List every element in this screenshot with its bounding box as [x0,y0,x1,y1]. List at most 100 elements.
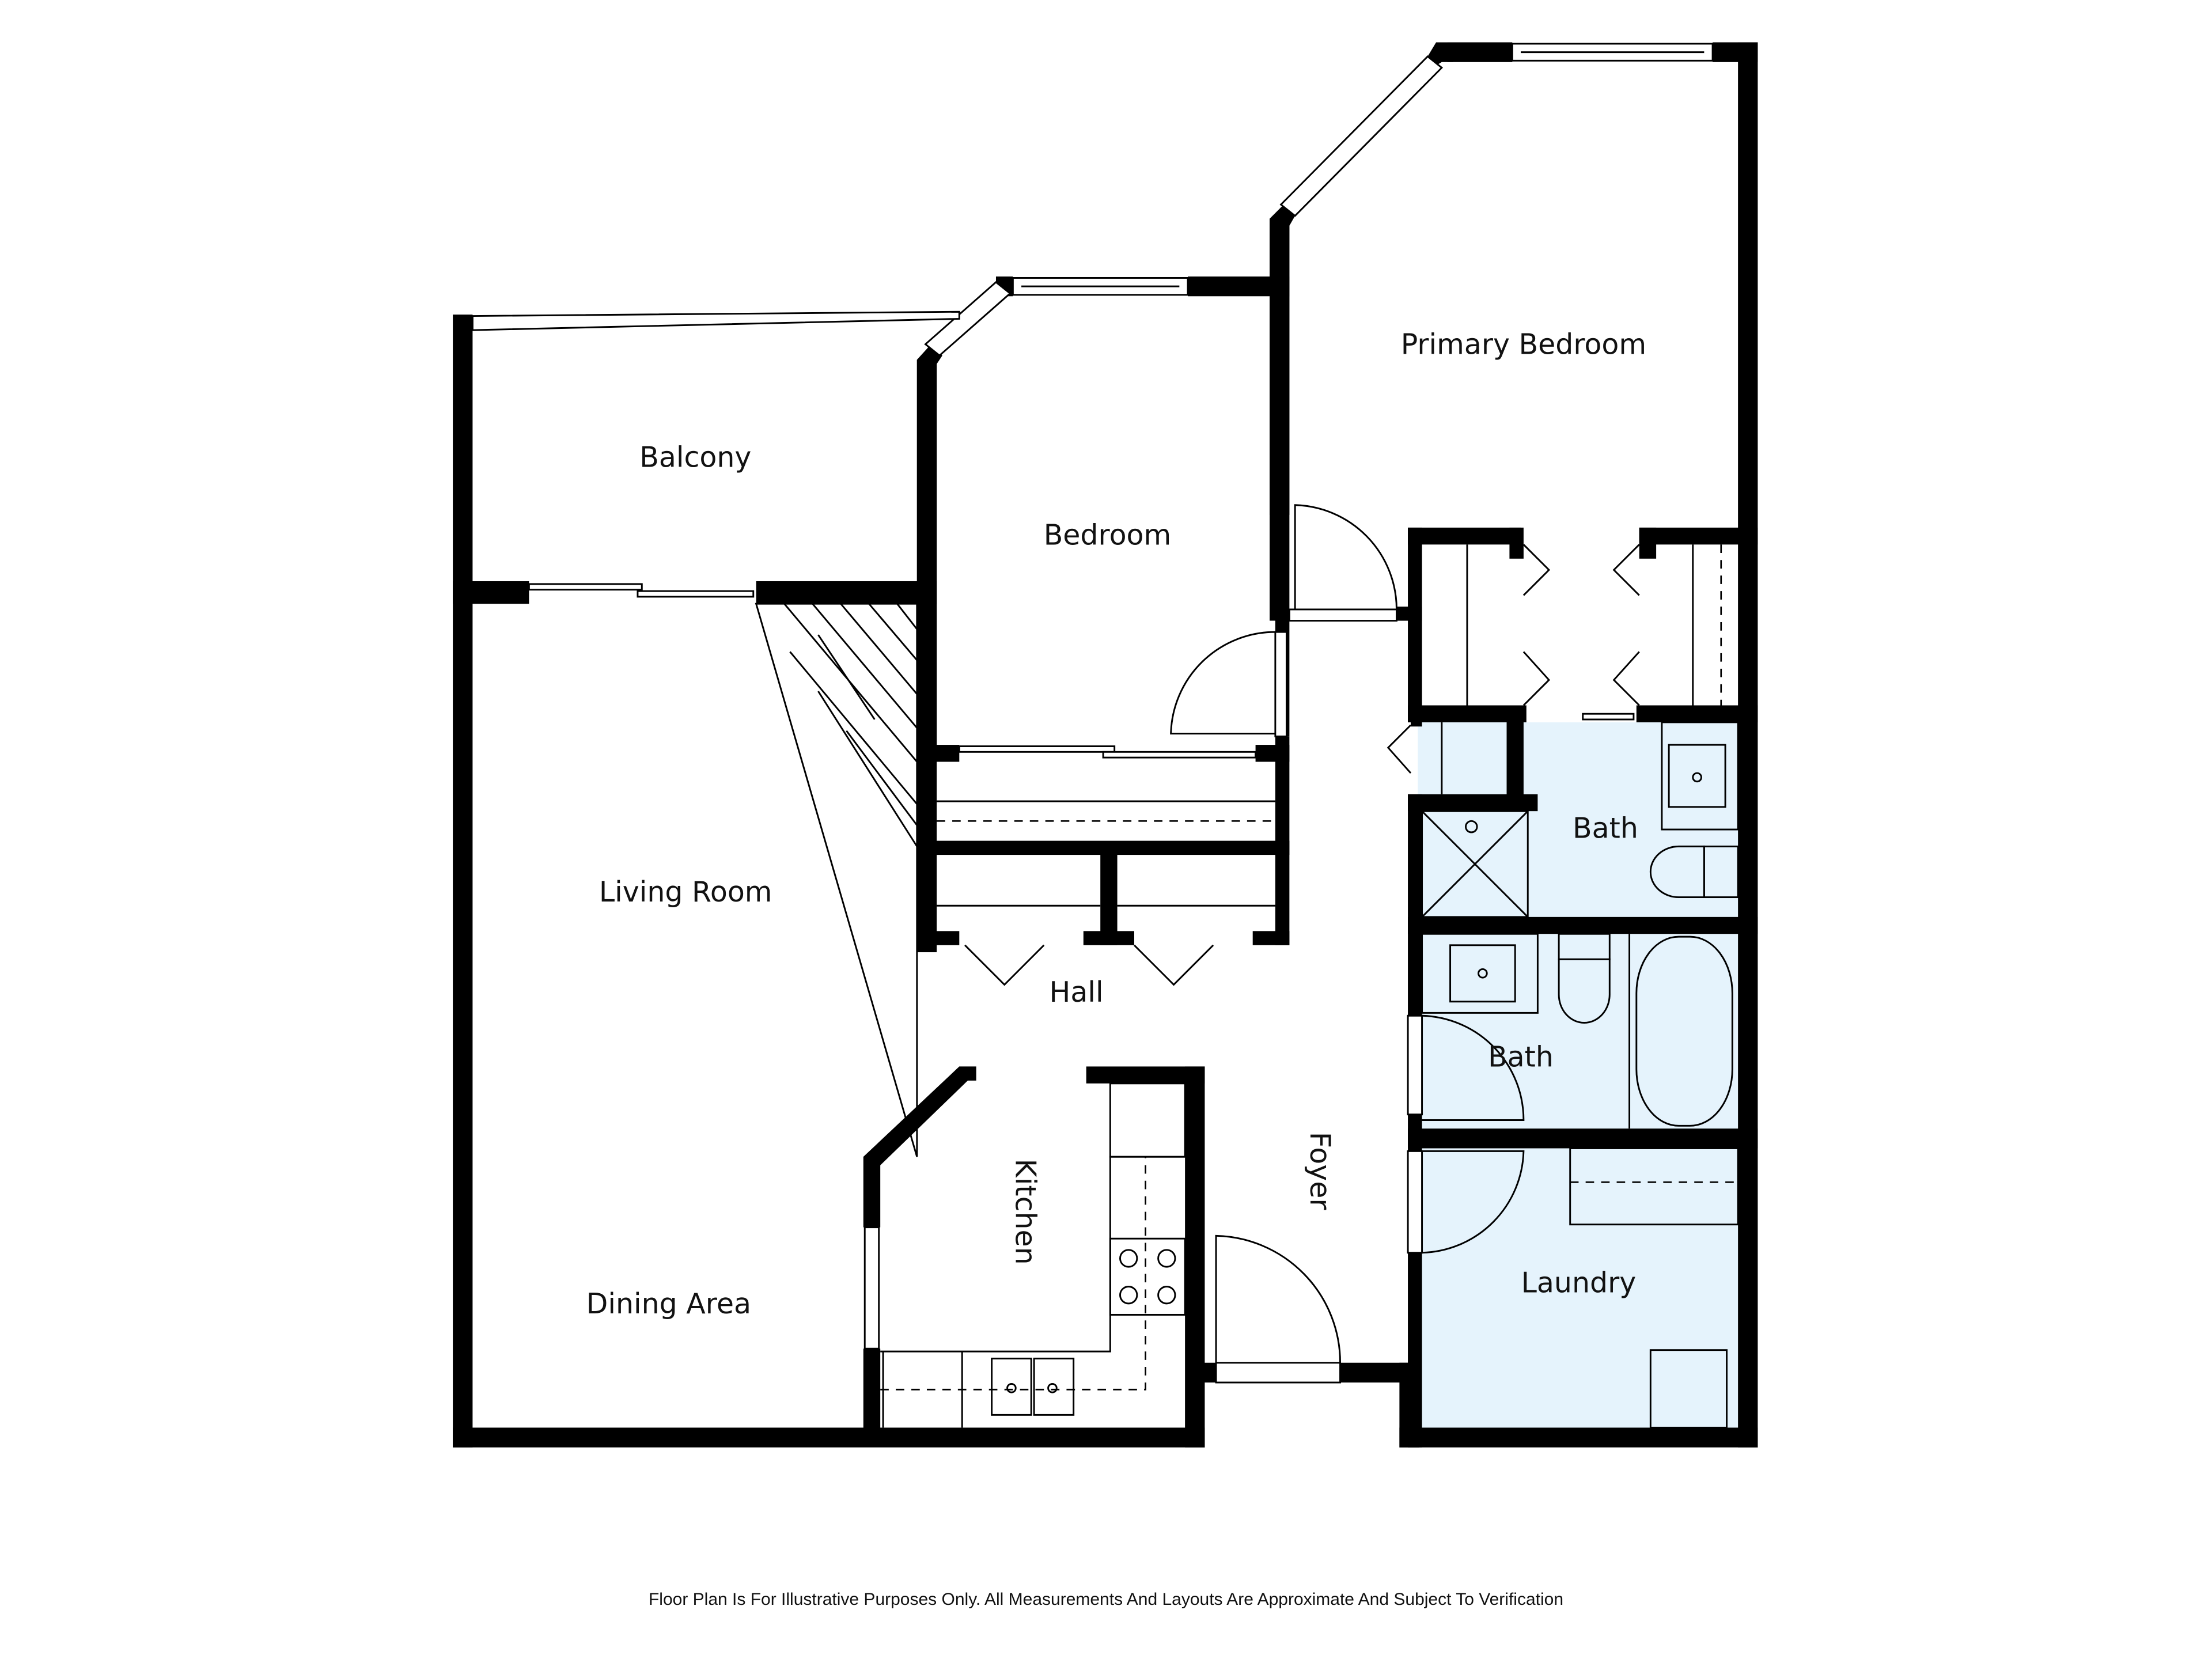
bath-left-wall [1408,794,1422,1020]
label-balcony: Balcony [639,441,751,474]
primary-angled-window [1279,55,1444,217]
shower-top-wall [1408,794,1538,812]
laundry-bottom-wall [1399,1427,1758,1448]
burner-icon [1119,1249,1138,1268]
laundry-door-frame [1407,1150,1423,1254]
vanity-primary [1661,721,1739,831]
foyer-bottom-wall-right [1340,1362,1411,1382]
primary-top-wall-left [1447,42,1513,62]
kitchen-sink-right [1033,1357,1075,1416]
primary-door-wall-stub [1396,607,1422,621]
closets-bottom-wall-right [1636,705,1758,722]
drain-icon [1692,772,1702,783]
kitchen-angled-wall [863,1066,976,1228]
bath-hall-left-wall-lower [1408,1111,1422,1154]
laundry-fixtures [1569,1147,1739,1429]
balcony-sliding-door-left [528,583,643,591]
kitchen-fixtures [880,1082,1186,1428]
label-hall: Hall [1050,976,1104,1009]
hall-closet-bifold-left [964,944,1045,986]
foyer-bottom-wall-left [1199,1362,1217,1382]
laundry-fill [1418,1145,1738,1428]
primary-left-wall [1270,218,1290,515]
stairs [755,603,918,1157]
hall-bath-fixtures [1421,933,1733,1129]
closet-fixtures [937,544,1722,907]
balcony-bottom-wall-right [756,581,937,604]
toilet-hall [1558,958,1611,1024]
entry-door-swing [1215,1234,1341,1363]
bedroom-closet-slider-right [1102,751,1257,759]
bathtub [1635,935,1733,1127]
hall-closet-bifold-right [1133,944,1214,986]
primary-closet-right-top [1639,527,1758,545]
label-kitchen: Kitchen [1009,1159,1041,1265]
doors [958,504,1640,1384]
sink-primary [1668,744,1726,808]
primary-closet-left-top [1408,527,1521,545]
drain-icon [1478,968,1488,979]
shower [1421,810,1529,918]
disclaimer-footer: Floor Plan Is For Illustrative Purposes … [648,1590,1564,1609]
linen-closet-bifold [1387,724,1412,774]
closet-bifold-right-top [1612,544,1640,596]
burner-icon [1157,1286,1176,1305]
closet-bifold-left-top [1522,544,1551,596]
shower-head-icon [1465,820,1478,834]
bedroom-left-wall [916,359,937,953]
bath-primary-slider [1582,713,1635,721]
foyer-left-wall-stub [1410,712,1422,727]
primary-door-frame [1288,608,1397,622]
bedroom-closet-slider-left [958,745,1116,753]
bedroom-door-swing [1170,631,1275,734]
living-left-wall [453,315,473,1448]
bedroom-closet-top-wall-left [925,745,960,762]
entry-door-frame [1215,1362,1341,1384]
label-living-room: Living Room [599,876,772,908]
sink-hall [1449,944,1516,1003]
closet-bifold-right-bottom [1612,651,1640,706]
toilet-primary [1649,845,1705,899]
burner-icon [1119,1286,1138,1305]
bath-divider-wall [1408,916,1758,934]
washer-dryer [1649,1349,1728,1429]
kitchen-left-wall-lower [863,1349,881,1439]
kitchen-sink-left [991,1357,1032,1416]
closet-left-wall [1408,527,1422,722]
hall-closet-bottom-wall-mid [1083,931,1134,945]
bedroom-angled-window [924,281,1012,357]
label-dining-area: Dining Area [586,1287,751,1320]
label-laundry: Laundry [1521,1266,1637,1299]
vanity-hall [1421,933,1539,1014]
primary-closet-left-stub [1509,527,1524,559]
hall-closet-bottom-wall-right [1252,931,1290,945]
label-bath-primary: Bath [1573,812,1638,845]
primary-bath-fixtures [1421,721,1739,918]
bath-hall-door-frame [1407,1014,1423,1116]
windows [471,43,1714,1350]
primary-right-wall [1738,42,1758,1448]
balcony-railing [471,310,960,331]
bath-hall-door-swing [1422,1014,1525,1121]
burner-icon [1157,1249,1176,1268]
laundry-divider-wall [1408,1128,1758,1149]
kitchen-top-wall-right [1086,1066,1205,1084]
bath-primary-fill [1418,722,1738,917]
balcony-sliding-door-right [637,590,755,598]
closet-bifold-left-bottom [1522,651,1551,706]
kitchen-side-opening [863,1226,880,1350]
room-labels: Primary Bedroom Balcony Bedroom Bath Liv… [586,328,1646,1320]
kitchen-right-wall [1185,1066,1205,1448]
laundry-counter [1569,1147,1739,1226]
bottom-wall-living [453,1427,1205,1448]
kitchen-fridge [1109,1082,1186,1158]
hall-closet-divider [1100,846,1118,945]
label-foyer: Foyer [1304,1132,1336,1210]
stove [1109,1237,1186,1316]
label-bath-hall: Bath [1488,1040,1554,1073]
primary-door-swing [1294,504,1397,609]
primary-closet-right-stub [1639,527,1657,559]
balcony-bottom-wall-left [453,581,529,604]
bedroom-top-wall-right [1188,276,1290,297]
